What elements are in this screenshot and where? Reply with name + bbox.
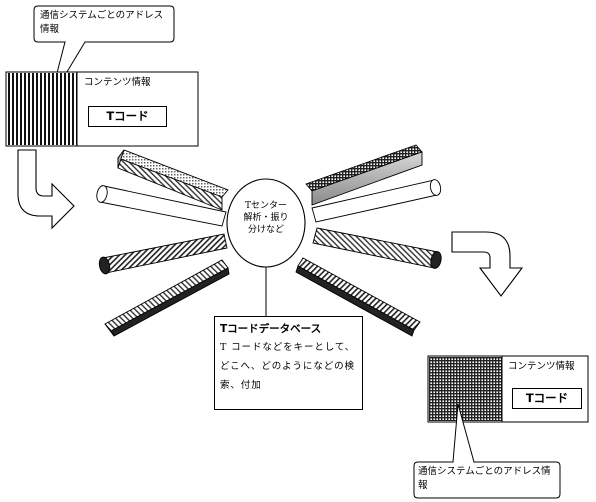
- left-curved-arrow: [17, 149, 75, 230]
- left-tcode-box: Tコード: [88, 106, 167, 127]
- right-packet-header-pattern: [429, 357, 502, 421]
- t-center-label: Tセンター: [244, 201, 287, 211]
- right-content-info-label: コンテンツ情報: [508, 361, 575, 372]
- t-center-analysis-label: 解析・振り: [243, 213, 289, 223]
- database-description: T コードなどをキーとして、どこへ、どのようになどの検索、付加: [220, 342, 356, 391]
- t-code-database-box: Tコードデータベース T コードなどをキーとして、どこへ、どのようになどの検索、…: [214, 316, 363, 410]
- spoke-upper-right-bar: [305, 144, 423, 206]
- right-curved-arrow: [451, 231, 524, 297]
- top-callout-bubble: [33, 5, 175, 101]
- spoke-right-cylinder-striped: [312, 227, 442, 269]
- bottom-callout-bubble: [413, 403, 561, 499]
- spoke-lower-right-bar: [295, 257, 421, 337]
- spoke-left-cylinder-white: [96, 185, 227, 227]
- spoke-left-cylinder-striped: [98, 233, 228, 275]
- right-tcode-box: Tコード: [512, 388, 582, 409]
- top-callout-text: 通信システムごとのアドレス情報: [40, 10, 164, 35]
- spoke-upper-left-bar: [117, 149, 229, 211]
- left-content-info-label: コンテンツ情報: [84, 77, 151, 88]
- t-center-distribution-label: 分けなど: [247, 225, 284, 235]
- spoke-lower-left-bar: [104, 259, 230, 337]
- spoke-right-cylinder-white: [311, 179, 442, 223]
- database-title: Tコードデータベース: [220, 323, 322, 335]
- left-packet-header-pattern: [7, 73, 77, 145]
- bottom-callout-text: 通信システムごとのアドレス情報: [418, 466, 551, 491]
